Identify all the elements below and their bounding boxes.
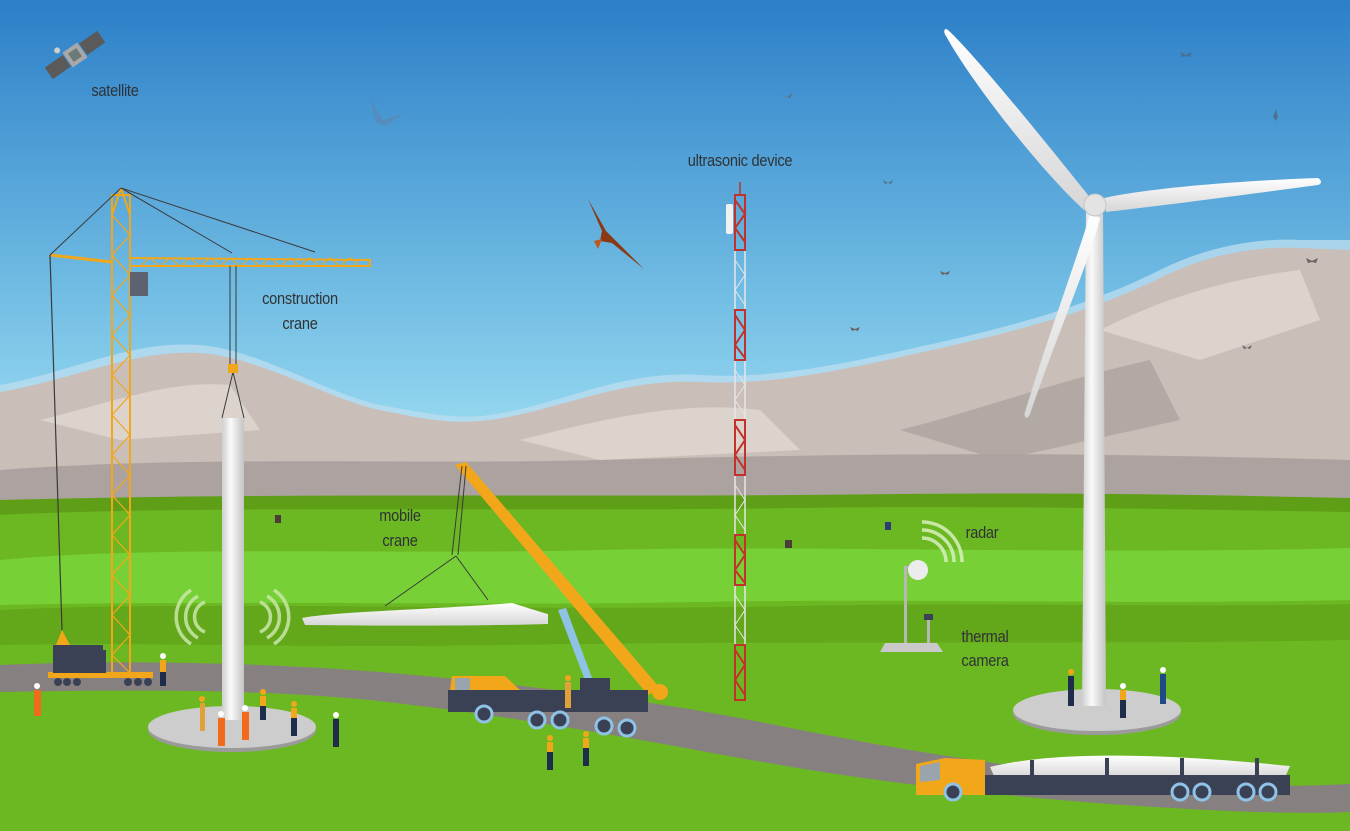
- foundation-left: [148, 706, 316, 748]
- foundation-right: [1013, 689, 1181, 731]
- satellite-icon: [44, 30, 106, 80]
- thermal-camera-icon: [924, 614, 933, 620]
- ultrasonic-waves-icon: [174, 588, 291, 646]
- tower-crane: [48, 187, 371, 678]
- label-thermal-camera-line1: thermal: [961, 627, 1009, 646]
- label-ultrasonic-device: ultrasonic device: [687, 151, 793, 170]
- turbine-blade-1: [944, 29, 1092, 210]
- crane-wheels: [54, 678, 152, 686]
- mobile-crane: [384, 462, 668, 738]
- turbine-blade-2: [1104, 178, 1321, 212]
- label-mobile-crane-line1: mobile: [379, 506, 421, 525]
- mountains: [0, 239, 1350, 505]
- label-mobile-crane-line2: crane: [382, 531, 418, 550]
- ground-birds: [275, 515, 891, 548]
- bats-mountain: [783, 93, 1318, 349]
- blade-transport-truck: [916, 755, 1290, 802]
- wind-turbine: [944, 29, 1321, 735]
- radar-station: [880, 520, 964, 652]
- turbine-blade-3: [1024, 214, 1100, 418]
- turbine-blade-lifted: [302, 603, 548, 626]
- tower-section: [222, 418, 244, 720]
- turbine-hub: [1083, 193, 1107, 217]
- crane-hook: [228, 364, 238, 373]
- eagle-faded: [370, 98, 404, 126]
- bats: [883, 52, 1278, 184]
- crane-cab: [130, 272, 148, 296]
- radar-dish: [908, 560, 928, 580]
- label-thermal-camera-line2: camera: [961, 651, 1009, 670]
- turbine-tower: [1082, 208, 1106, 706]
- ultrasonic-sensor: [726, 204, 733, 234]
- label-construction-crane-line2: crane: [282, 314, 318, 333]
- meteorological-mast: [726, 182, 747, 701]
- eagle: [588, 199, 644, 269]
- label-satellite: satellite: [91, 81, 139, 100]
- label-construction-crane-line1: construction: [262, 289, 338, 308]
- workers: [34, 653, 1166, 770]
- radar-waves-icon: [921, 520, 964, 563]
- counterweight: [53, 645, 106, 673]
- label-radar: radar: [965, 523, 999, 542]
